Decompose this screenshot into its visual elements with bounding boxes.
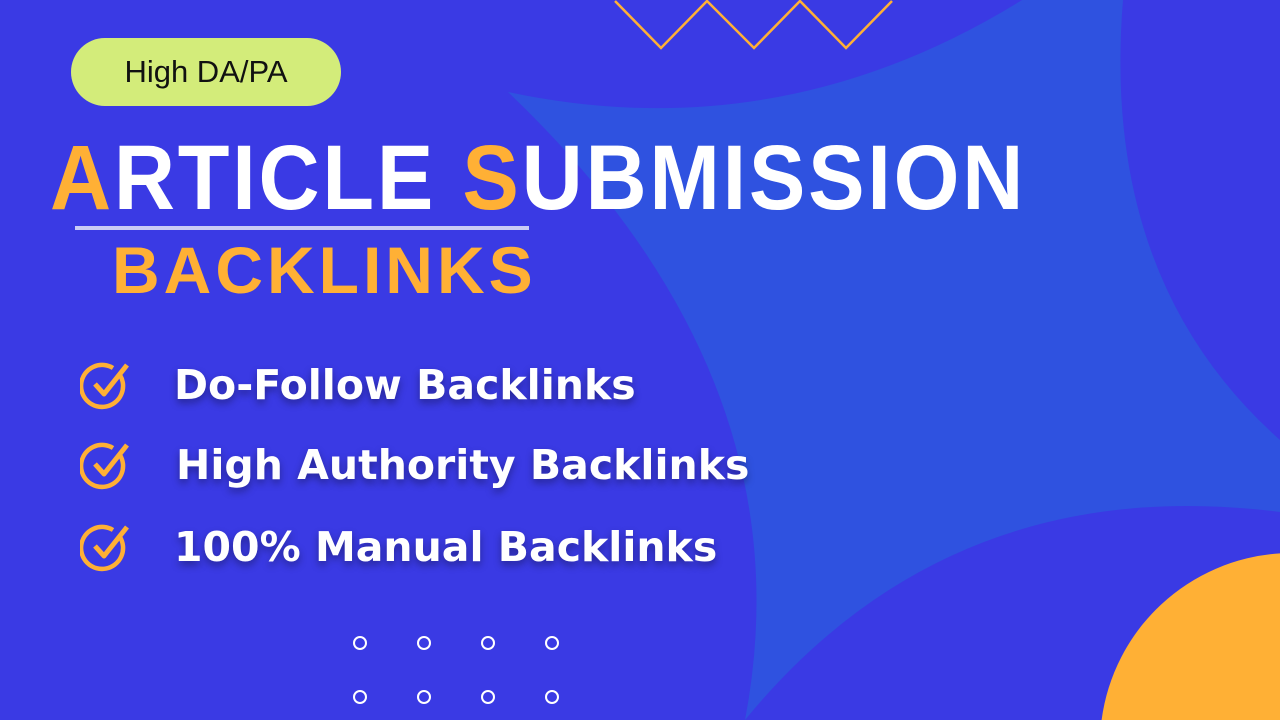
divider xyxy=(75,226,529,230)
zigzag-decoration xyxy=(614,0,893,50)
feature-item: Do-Follow Backlinks xyxy=(80,359,636,411)
badge-label: High DA/PA xyxy=(124,54,288,89)
check-circle-icon xyxy=(80,524,129,572)
check-circle-icon xyxy=(80,442,129,490)
title-accent-a: A xyxy=(50,127,114,229)
dot-grid xyxy=(353,636,559,704)
page-title: ARTICLE SUBMISSION xyxy=(50,128,1026,228)
feature-label: 100% Manual Backlinks xyxy=(174,523,718,571)
title-word-article: RTICLE xyxy=(113,127,463,229)
feature-item: High Authority Backlinks xyxy=(80,439,749,491)
orange-circle xyxy=(1101,553,1280,720)
title-word-submission: UBMISSION xyxy=(521,127,1027,229)
high-da-pa-badge: High DA/PA xyxy=(71,38,341,106)
feature-item: 100% Manual Backlinks xyxy=(80,521,717,573)
title-accent-s: S xyxy=(462,127,522,229)
check-circle-icon xyxy=(80,362,129,410)
feature-label: Do-Follow Backlinks xyxy=(174,361,636,409)
subtitle: BACKLINKS xyxy=(112,233,537,307)
star-shape xyxy=(508,0,1280,720)
feature-label: High Authority Backlinks xyxy=(176,441,750,489)
